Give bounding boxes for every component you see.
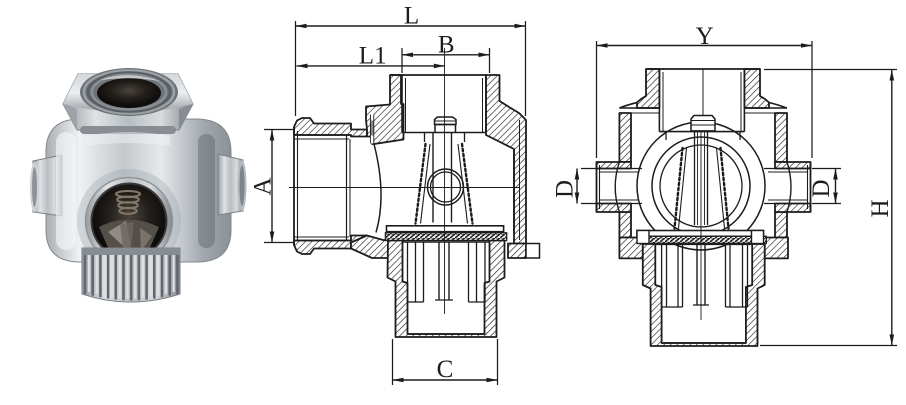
svg-text:Y: Y — [696, 23, 714, 50]
svg-text:B: B — [438, 32, 455, 59]
svg-text:D: D — [808, 179, 835, 197]
svg-text:A: A — [250, 177, 277, 195]
svg-text:L: L — [404, 3, 419, 30]
svg-text:L1: L1 — [359, 43, 387, 70]
svg-text:C: C — [437, 356, 454, 383]
svg-text:H: H — [867, 199, 894, 217]
svg-text:D: D — [552, 180, 579, 198]
